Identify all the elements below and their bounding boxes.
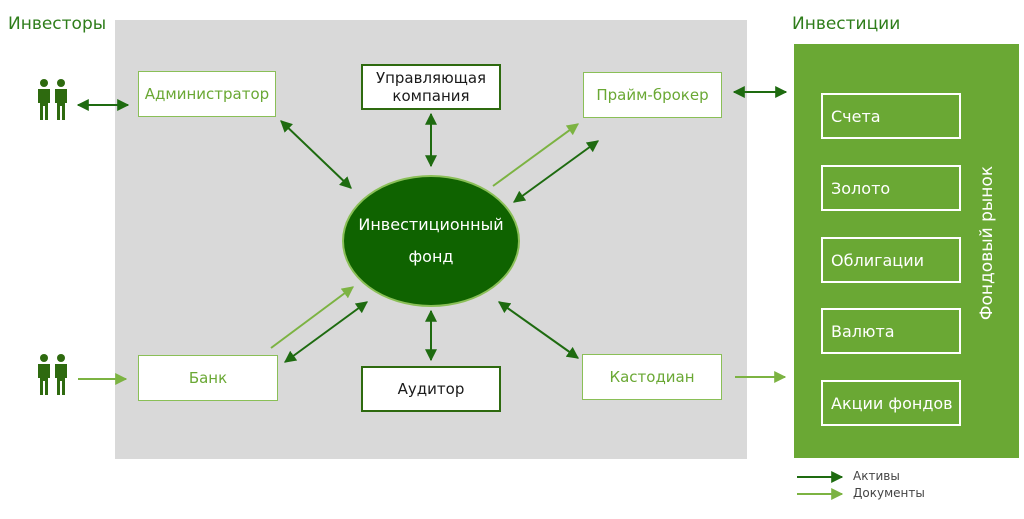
- node-auditor: Аудитор: [361, 366, 501, 412]
- legend-documents-label: Документы: [853, 486, 925, 500]
- investors-bottom-icon: [38, 354, 67, 395]
- market-item-accounts: Счета: [821, 93, 961, 139]
- node-management-company: Управляющая компания: [361, 64, 501, 110]
- market-item-currency: Валюта: [821, 308, 961, 354]
- person-icon: [38, 79, 67, 120]
- investment-fund-line1: Инвестиционный: [358, 215, 504, 234]
- arrow-fund-custodian: [498, 301, 579, 359]
- node-administrator: Администратор: [138, 71, 276, 117]
- heading-investors: Инвесторы: [8, 14, 107, 34]
- arrow-fund-prime-broker-docs: [492, 123, 579, 187]
- market-item-fund-shares: Акции фондов: [821, 380, 961, 426]
- node-prime-broker: Прайм-брокер: [583, 72, 722, 118]
- arrow-administrator-fund: [280, 120, 352, 189]
- heading-investments: Инвестиции: [792, 14, 901, 34]
- person-icon: [38, 354, 67, 395]
- arrow-fund-prime-broker: [513, 140, 599, 203]
- arrow-fund-bank: [284, 301, 368, 363]
- investment-fund-line2: фонд: [408, 247, 454, 266]
- arrow-bank-fund-docs: [270, 286, 354, 349]
- investors-top-icon: [38, 79, 67, 120]
- legend-assets-label: Активы: [853, 469, 900, 483]
- node-custodian: Кастодиан: [582, 354, 722, 400]
- stock-market-panel: [794, 44, 1019, 458]
- node-bank: Банк: [138, 355, 278, 401]
- market-item-bonds: Облигации: [821, 237, 961, 283]
- node-management-company-line2: компания: [392, 87, 470, 105]
- investment-fund: Инвестиционный фонд: [342, 175, 520, 307]
- node-management-company-line1: Управляющая: [375, 69, 487, 87]
- market-item-gold: Золото: [821, 165, 961, 211]
